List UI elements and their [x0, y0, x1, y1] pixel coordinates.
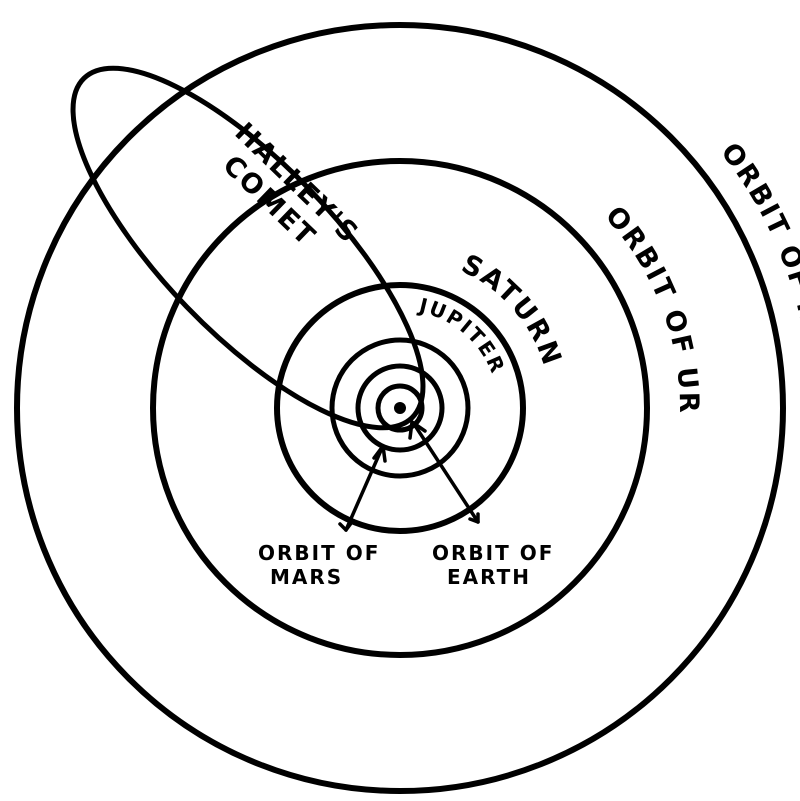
label-orbit-of-uranus: ORBIT OF URANUS: [0, 0, 704, 415]
orbit-jupiter: [329, 337, 471, 479]
halleys-comet-orbit: [70, 65, 426, 431]
label-mars-line2: MARS: [270, 565, 343, 589]
sun: [394, 402, 406, 414]
label-halleys-comet: HALLEY'S COMET: [216, 117, 365, 253]
orbit-saturn: [274, 282, 526, 534]
earth-orbit-arrow: [408, 420, 480, 524]
orbit-neptune: [14, 22, 786, 794]
orbit-uranus: [150, 158, 650, 658]
label-orbit-of-earth: ORBIT OF EARTH: [432, 541, 554, 589]
label-mars-line1: ORBIT OF: [258, 541, 380, 565]
orbit-earth: [375, 383, 425, 433]
label-earth-line1: ORBIT OF: [432, 541, 554, 565]
label-earth-line2: EARTH: [447, 565, 531, 589]
mars-orbit-arrow: [338, 444, 387, 532]
label-orbit-of-mars: ORBIT OF MARS: [258, 541, 380, 589]
orbit-mars: [355, 363, 445, 453]
